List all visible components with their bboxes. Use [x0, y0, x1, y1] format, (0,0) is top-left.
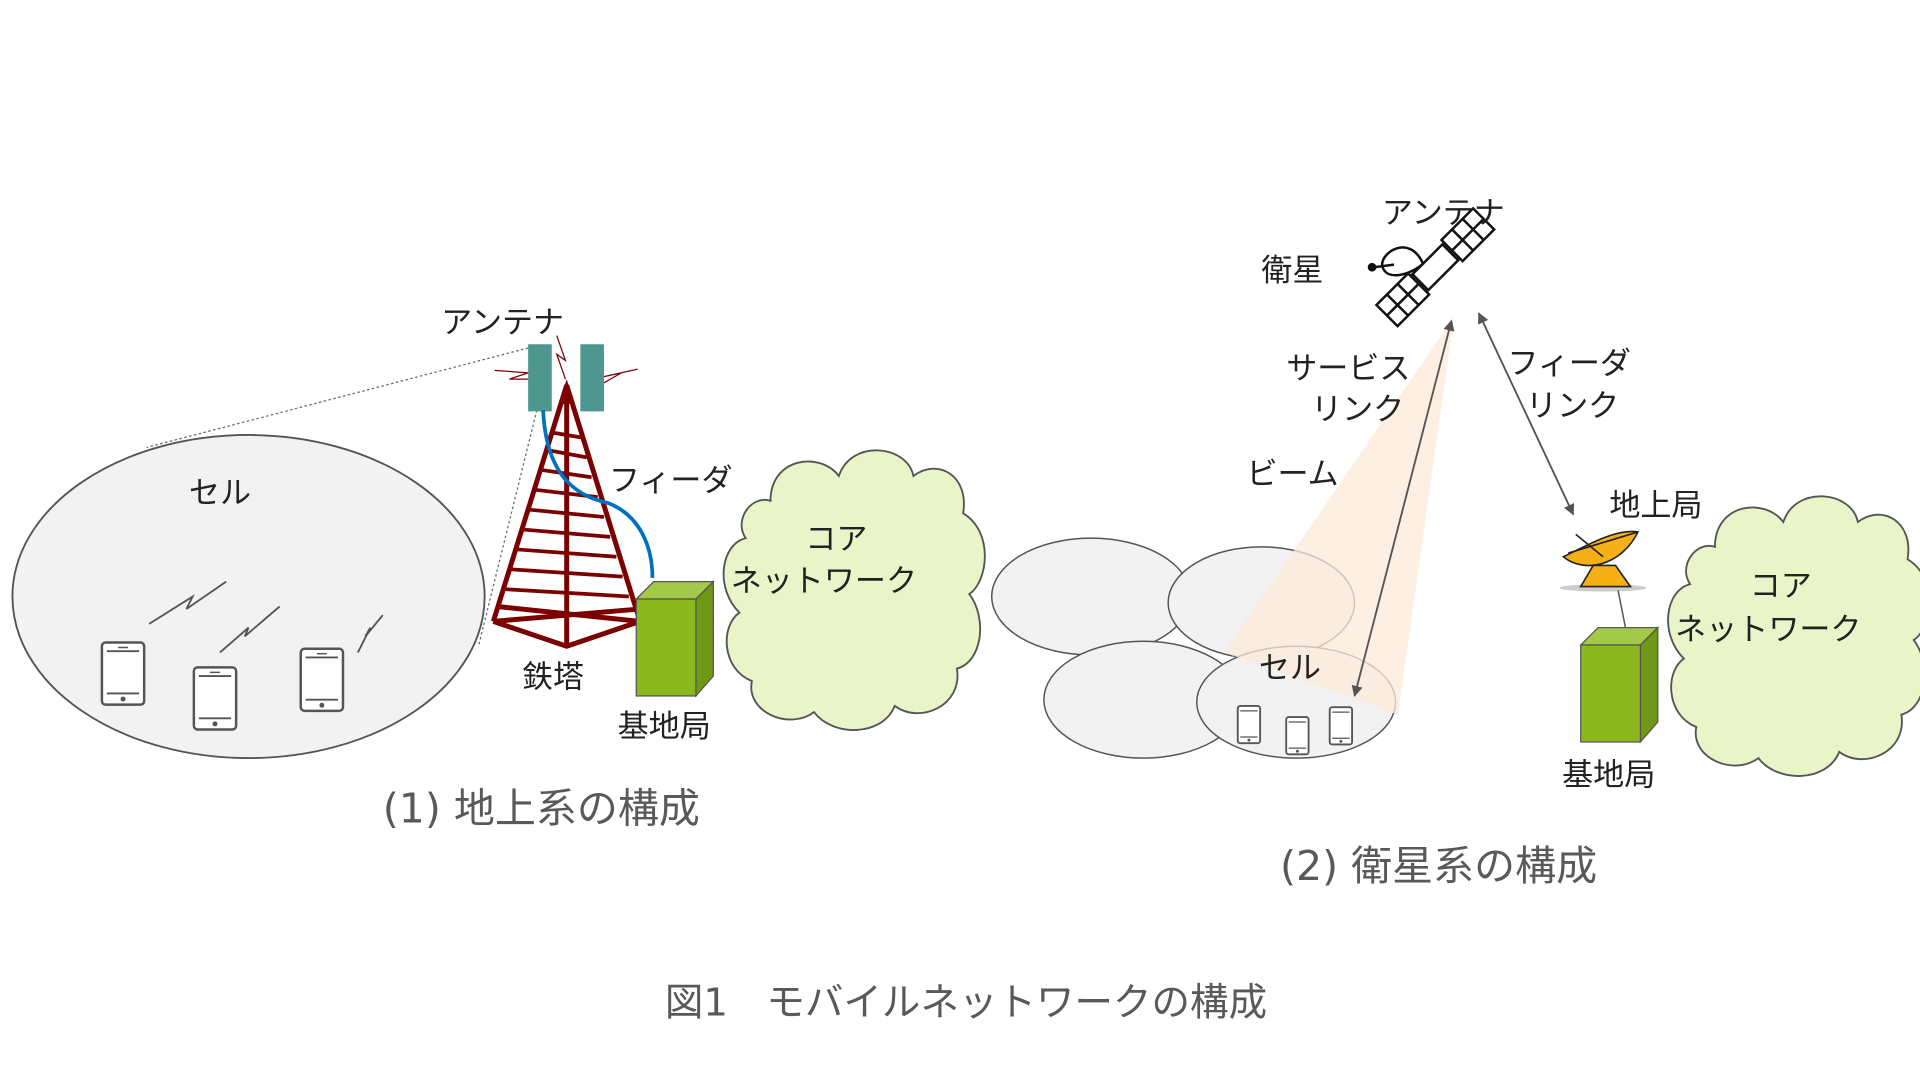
radio-wave-icon — [148, 580, 384, 654]
tower-icon — [490, 384, 643, 649]
phone-icon — [1285, 716, 1310, 756]
satellite-system: アンテナ 衛星 サービス リンク ビーム フィーダ リンク 地上局 セル コア … — [990, 196, 1920, 890]
tower-label: 鉄塔 — [522, 659, 584, 695]
cell-label: セル — [189, 475, 251, 511]
terrestrial-system: セル — [11, 305, 986, 833]
service-link-label-line2: リンク — [1311, 392, 1404, 428]
phone-icon — [299, 647, 345, 713]
core-label-line2: ネットワーク — [1675, 612, 1861, 648]
satellite-caption: (2) 衛星系の構成 — [1280, 842, 1597, 890]
ground-station-label: 地上局 — [1609, 488, 1702, 524]
service-link-label-line1: サービス — [1286, 351, 1410, 387]
dish-connection-line — [1617, 590, 1627, 628]
feeder-link-label-line2: リンク — [1526, 388, 1619, 424]
cell-label: セル — [1259, 651, 1321, 687]
service-link-arrow — [1351, 319, 1455, 698]
terrestrial-caption: (1) 地上系の構成 — [383, 785, 700, 833]
coverage-line-bottom — [477, 409, 538, 647]
beam-label: ビーム — [1246, 457, 1338, 493]
phone-icon — [192, 666, 238, 731]
base-station-icon — [635, 581, 714, 697]
satellite-label: 衛星 — [1261, 253, 1323, 289]
antenna-panel-right — [580, 344, 604, 412]
phone-icon — [100, 641, 146, 706]
figure-caption: 図1 モバイルネットワークの構成 — [665, 980, 1267, 1025]
satellite-icon — [1367, 206, 1496, 328]
antenna-label: アンテナ — [1382, 196, 1505, 232]
coverage-line-top — [146, 347, 529, 449]
core-label-line1: コア — [1750, 569, 1812, 605]
base-station-icon — [1580, 626, 1659, 743]
cell-area — [990, 537, 1192, 656]
feeder-cable — [541, 410, 655, 578]
feeder-link-label-line1: フィーダ — [1507, 346, 1631, 382]
core-label-line2: ネットワーク — [731, 564, 917, 600]
core-label-line1: コア — [805, 521, 867, 557]
antenna-label: アンテナ — [441, 305, 564, 341]
antenna-signal-icon — [494, 335, 638, 384]
phone-icon — [1328, 706, 1354, 746]
phone-icon — [1236, 704, 1262, 745]
ground-station-dish-icon — [1559, 530, 1647, 592]
base-station-label: 基地局 — [618, 709, 711, 745]
feeder-label: フィーダ — [609, 463, 733, 499]
feeder-link-arrow — [1477, 312, 1575, 516]
antenna-panel-left — [528, 344, 552, 412]
base-station-label: 基地局 — [1562, 757, 1655, 793]
